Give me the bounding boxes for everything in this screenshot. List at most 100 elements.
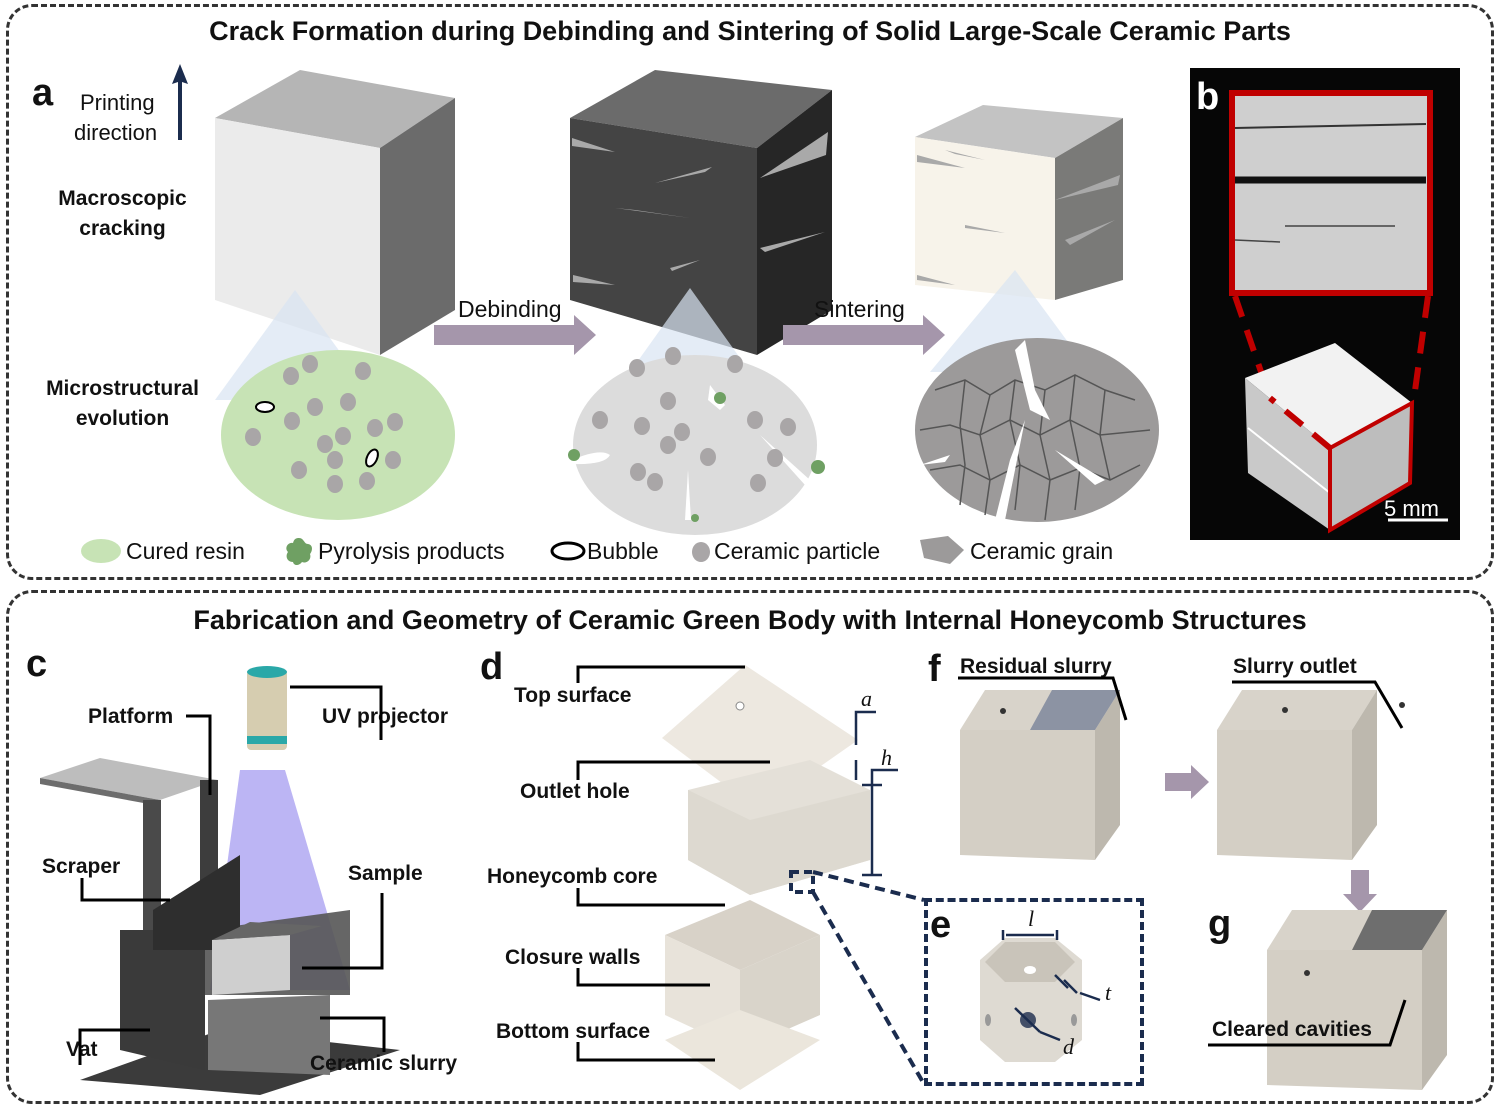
cube-with-cleared-cavities [1267, 910, 1447, 1090]
dimension-t-label: t [1105, 980, 1112, 1005]
legend-cured-resin: Cured resin [126, 538, 245, 564]
sintered-cracks [917, 150, 1120, 285]
printer-illustration [40, 666, 400, 1095]
bubble [365, 448, 379, 468]
green-cube-top-face [215, 70, 455, 148]
sample-label: Sample [348, 862, 423, 885]
bubble [255, 401, 275, 413]
ceramic-grain-swatch-icon [920, 536, 964, 564]
printing-direction-arrow-icon [172, 64, 188, 140]
macroscopic-label-line1: Macroscopic [58, 187, 187, 210]
sample-block [212, 935, 290, 995]
panel-d-label: d [480, 646, 504, 688]
dimension-a-label: a [861, 686, 872, 711]
honeycomb-core [688, 760, 870, 895]
microstructural-label-line2: evolution [75, 407, 170, 430]
panel-b-label: b [1196, 76, 1220, 118]
macroscopic-label-line2: cracking [79, 217, 166, 240]
ceramic-particles [592, 347, 796, 492]
scraper-label: Scraper [42, 855, 121, 878]
process-arrow-down-icon [1343, 870, 1377, 912]
legend-bubble: Bubble [587, 538, 659, 564]
fabrication-geometry-title: Fabrication and Geometry of Ceramic Gree… [193, 605, 1307, 635]
sintered-cube-top-face [915, 105, 1123, 158]
residual-slurry-label: Residual slurry [960, 655, 1112, 678]
panel-e-inset [924, 898, 1144, 1086]
panel-f-label: f [928, 648, 941, 690]
sintering-arrow-icon [783, 315, 945, 355]
dimension-d-label: d [1063, 1034, 1074, 1059]
green-cube-front-face [215, 118, 380, 355]
stage-debinded [568, 70, 832, 535]
dimension-h-label: h [881, 745, 892, 770]
sintered-cube-front-face [915, 137, 1055, 300]
panel-g-label: g [1208, 903, 1232, 945]
ceramic-slurry-label: Ceramic slurry [310, 1052, 458, 1075]
cleared-cavities-honeycomb [1352, 910, 1447, 950]
microstructural-evolution-label: Microstructural evolution [25, 374, 220, 434]
macroscopic-cracking-label: Macroscopic cracking [30, 184, 215, 244]
sintering-label: Sintering [814, 296, 905, 322]
cured-resin-swatch-icon [81, 539, 121, 563]
residual-slurry-honeycomb [1030, 690, 1120, 730]
debinded-cube-front-face [570, 118, 757, 355]
scraper [153, 855, 240, 950]
microstructural-label-line1: Microstructural [46, 377, 199, 400]
slurry-outlet-hole [1399, 702, 1405, 708]
crack-formation-panel [6, 4, 1494, 580]
exploded-honeycomb-body [662, 665, 870, 1090]
crack-formation-title: Crack Formation during Debinding and Sin… [209, 16, 1291, 46]
closure-walls-top [665, 900, 820, 970]
legend-pyrolysis-products: Pyrolysis products [318, 538, 505, 564]
debinded-cube-top-face [570, 70, 832, 148]
bottom-surface-plate [665, 1010, 820, 1090]
hex-cell-illustration [980, 930, 1101, 1062]
legend-ceramic-grain: Ceramic grain [970, 538, 1114, 564]
closure-walls-label: Closure walls [505, 946, 641, 969]
stage-green-body [215, 70, 455, 520]
sample-honeycomb-top [212, 922, 322, 940]
printing-direction-label-line1: Printing [80, 90, 155, 115]
fabrication-geometry-panel [6, 590, 1494, 1104]
uv-projector-body [247, 670, 287, 750]
legend-ceramic-particle: Ceramic particle [714, 538, 881, 564]
sample-cube-right [1330, 403, 1412, 530]
scale-bar-label: 5 mm [1384, 496, 1439, 521]
process-arrow-right-icon [1165, 765, 1209, 799]
top-surface-label: Top surface [514, 684, 632, 707]
pyrolysis-products [568, 392, 825, 522]
sintered-cube-side-face [1055, 118, 1123, 300]
debinded-cracks [572, 132, 828, 285]
dimension-l-label: l [1028, 906, 1035, 931]
ceramic-particle-swatch-icon [692, 542, 710, 562]
printing-direction-label-line2: direction [74, 120, 158, 145]
ceramic-slurry [208, 995, 330, 1075]
debinding-arrow-icon [434, 315, 596, 355]
panel-c-label: c [26, 643, 48, 685]
vat-wall [120, 930, 205, 1070]
uv-projector-label: UV projector [322, 705, 449, 728]
honeycomb-core-label: Honeycomb core [487, 865, 658, 888]
pyrolysis-products-swatch-icon [286, 538, 312, 565]
bubble-swatch-icon [550, 541, 586, 561]
ct-scan-view [1229, 90, 1448, 534]
sample-cube-top [1245, 343, 1412, 448]
panel-e-label: e [930, 904, 952, 946]
stage-sintered [915, 105, 1159, 522]
cleared-cavities-label: Cleared cavities [1212, 1018, 1372, 1041]
debinding-label: Debinding [458, 296, 562, 322]
green-cube-side-face [380, 98, 455, 355]
sample-cube-left [1245, 378, 1330, 530]
bottom-surface-label: Bottom surface [496, 1020, 651, 1043]
vat-label: Vat [66, 1038, 98, 1061]
outlet-hole-label: Outlet hole [520, 780, 630, 803]
panel-c-leader-lines [78, 685, 386, 1065]
build-platform [40, 758, 218, 800]
dimension-lines [854, 710, 898, 877]
ceramic-particles [245, 355, 403, 493]
sealed-cube [1217, 690, 1405, 860]
panel-a-label: a [32, 72, 54, 114]
slurry-outlet-label: Slurry outlet [1233, 655, 1357, 678]
